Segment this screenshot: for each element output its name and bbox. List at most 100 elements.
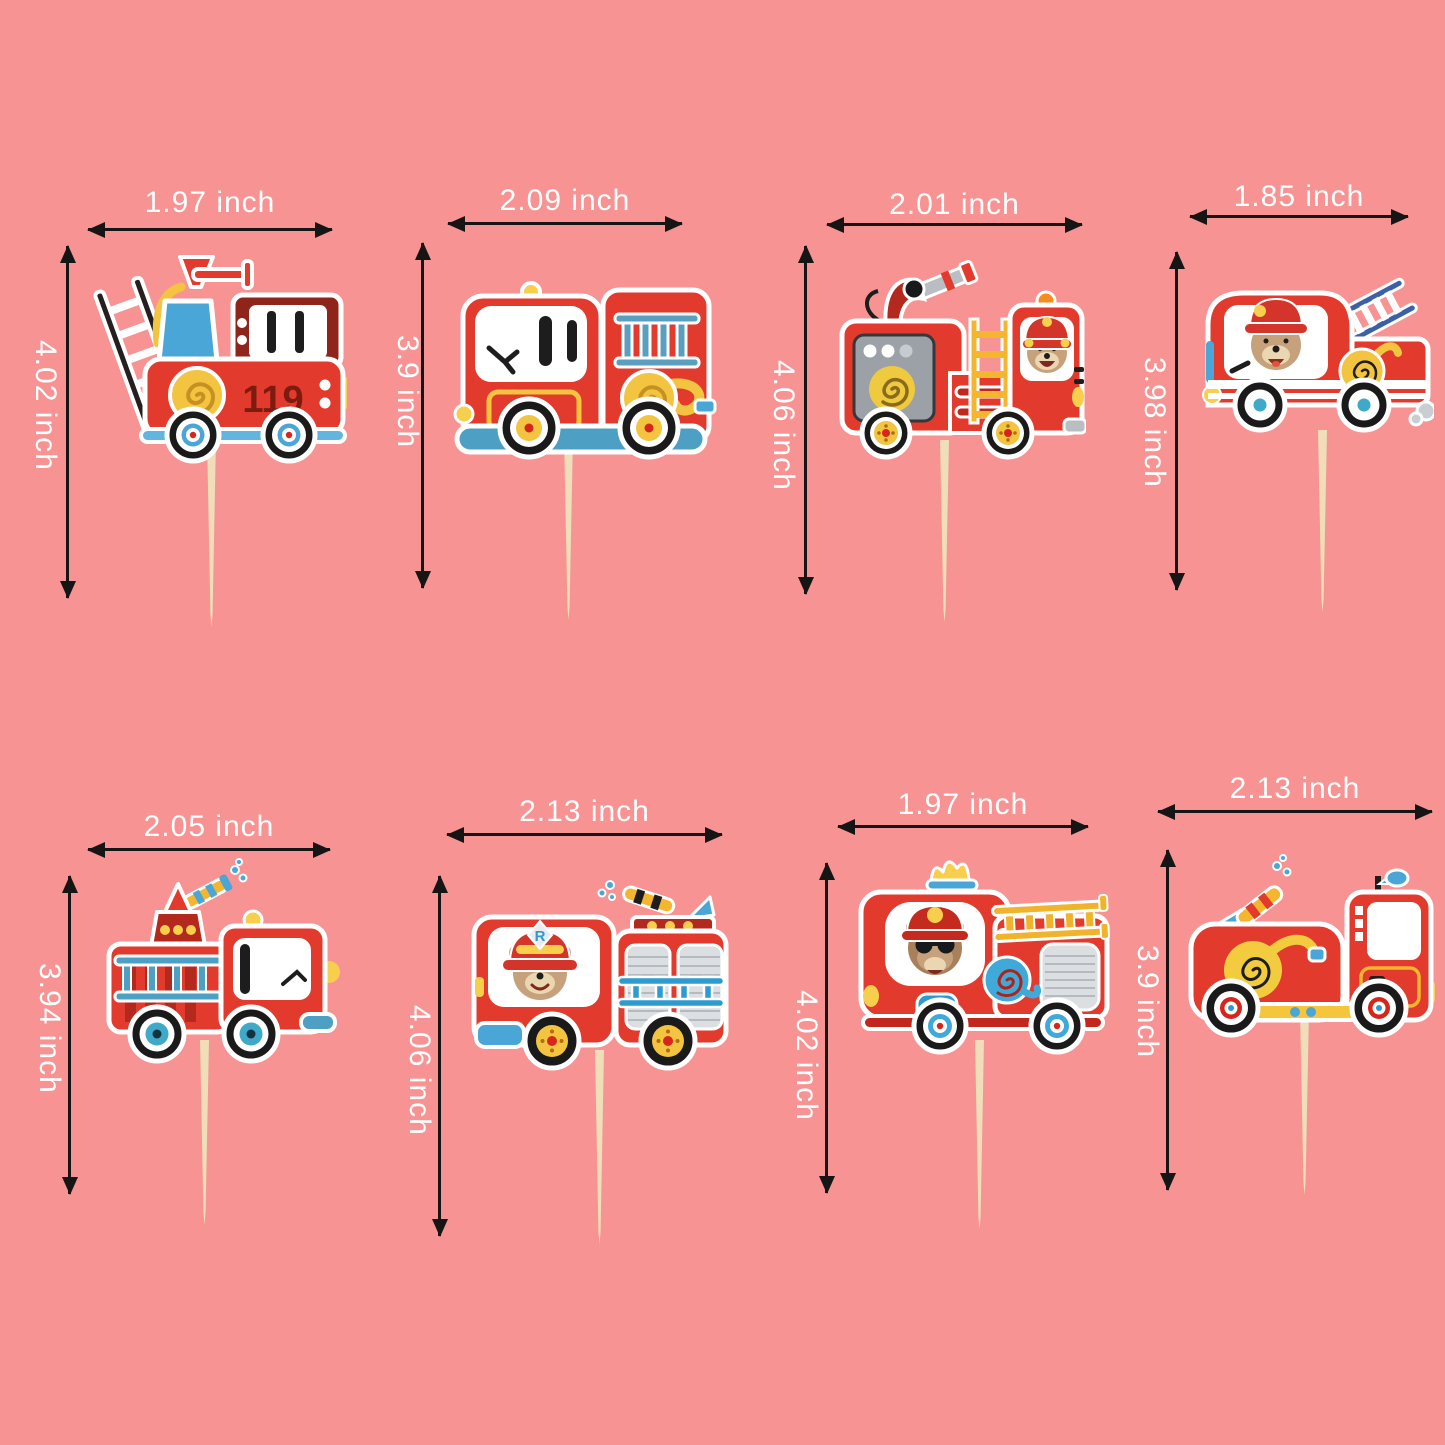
width-measurement-label: 2.13 inch <box>1229 772 1361 805</box>
stripe <box>1208 380 1428 389</box>
wheel <box>1232 377 1288 433</box>
bear-driver: R <box>501 919 579 1000</box>
wheel <box>260 406 318 464</box>
cupcake-topper-1: 1.97 inch 4.02 inch <box>20 180 350 630</box>
height-measurement-label: 3.9 inch <box>1131 945 1164 1059</box>
bear-driver <box>900 904 970 975</box>
cab <box>1007 290 1085 436</box>
wheel <box>164 406 222 464</box>
cupcake-topper-4: 1.85 inch 3.98 inch <box>1110 160 1445 620</box>
width-arrow <box>1158 810 1432 813</box>
bear-driver <box>1229 297 1309 374</box>
water-cannon <box>883 259 979 331</box>
cupcake-topper-6: 2.13 inch 4.06 inch <box>395 770 745 1250</box>
width-measurement-label: 1.97 inch <box>897 788 1029 821</box>
width-measurement-label: 2.09 inch <box>499 184 631 217</box>
water-cannon <box>178 255 254 290</box>
fire-truck-illustration-8 <box>1188 854 1435 1038</box>
stripe <box>1208 393 1428 399</box>
wheel <box>617 396 681 460</box>
width-measurement-label: 1.97 inch <box>144 186 276 219</box>
width-measurement-label: 1.85 inch <box>1233 180 1365 213</box>
cab <box>230 292 344 370</box>
cable <box>865 289 882 323</box>
fire-truck-illustration-3 <box>839 259 1086 460</box>
width-arrow <box>88 848 330 851</box>
hose <box>666 378 705 416</box>
cupcake-topper-5: 2.05 inch 3.94 inch <box>25 780 355 1230</box>
height-arrow <box>421 243 424 588</box>
height-measurement-label: 3.9 inch <box>391 335 424 449</box>
hose-nozzle <box>693 398 717 415</box>
wheel <box>221 1004 281 1064</box>
mud-flap <box>474 1021 526 1049</box>
fire-truck-illustration-5 <box>106 858 340 1064</box>
helmet-letter: R <box>535 928 546 945</box>
width-arrow <box>1190 215 1408 218</box>
height-arrow <box>804 246 807 594</box>
wheel <box>1349 978 1409 1038</box>
smoke-puff <box>1408 411 1424 427</box>
toothpick <box>200 1040 209 1225</box>
cab <box>453 293 604 445</box>
height-arrow <box>438 876 441 1236</box>
cab: R <box>471 914 617 1048</box>
cupcake-topper-8: 2.13 inch 3.9 inch <box>1120 760 1445 1200</box>
hose <box>152 282 186 348</box>
water-cannon <box>149 858 248 948</box>
wheel <box>638 1011 698 1071</box>
width-arrow <box>838 825 1088 828</box>
height-arrow <box>66 246 69 598</box>
toothpick <box>1318 430 1327 612</box>
front-trim <box>1206 341 1214 383</box>
wheel <box>497 396 561 460</box>
height-arrow <box>1166 850 1169 1190</box>
cupcake-topper-3: 2.01 inch 4.06 inch <box>750 170 1100 630</box>
fire-truck-illustration-2 <box>453 281 717 460</box>
wheel <box>127 1004 187 1064</box>
wheel <box>1201 978 1261 1038</box>
cupcake-topper-2: 2.09 inch 3.9 inch <box>390 170 725 630</box>
headlight <box>863 985 879 1007</box>
fire-truck-illustration-7 <box>858 860 1110 1055</box>
width-measurement-label: 2.13 inch <box>519 795 650 828</box>
bear-driver <box>1021 315 1073 373</box>
height-arrow <box>68 876 71 1194</box>
ladder-icon <box>613 312 701 369</box>
wheel <box>911 997 969 1055</box>
wheel <box>859 406 913 460</box>
height-measurement-label: 4.06 inch <box>767 360 800 491</box>
wheel <box>981 406 1035 460</box>
height-measurement-label: 4.02 inch <box>29 340 62 471</box>
width-arrow <box>827 223 1082 226</box>
width-arrow <box>88 228 332 231</box>
height-measurement-label: 3.98 inch <box>1138 357 1171 488</box>
hose-spiral <box>869 366 915 412</box>
width-arrow <box>447 833 722 836</box>
width-measurement-label: 2.05 inch <box>143 810 275 843</box>
horn-icon <box>1375 868 1410 896</box>
toothpick <box>940 440 949 622</box>
width-measurement-label: 2.01 inch <box>889 188 1020 221</box>
height-measurement-label: 4.02 inch <box>790 990 823 1121</box>
wheel <box>1028 997 1086 1055</box>
siren-light <box>925 860 979 892</box>
bumper <box>1062 417 1086 435</box>
height-measurement-label: 3.94 inch <box>33 963 66 1094</box>
toothpick <box>207 437 216 627</box>
toothpick <box>564 435 573 620</box>
height-arrow <box>825 863 828 1193</box>
ladder-icon <box>616 975 726 1009</box>
wheel <box>1336 377 1392 433</box>
fire-truck-illustration-6: R <box>471 880 729 1071</box>
cupcake-topper-7: 1.97 inch 4.02 inch <box>780 770 1120 1245</box>
hose-spiral <box>982 955 1041 1005</box>
width-arrow <box>448 222 682 225</box>
bumper <box>299 1012 337 1033</box>
fire-truck-illustration-4 <box>1202 277 1434 433</box>
headlight <box>475 977 484 997</box>
toothpick <box>595 1050 604 1245</box>
height-measurement-label: 4.06 inch <box>403 1005 436 1136</box>
fire-truck-illustration-1: 119 <box>93 255 347 464</box>
